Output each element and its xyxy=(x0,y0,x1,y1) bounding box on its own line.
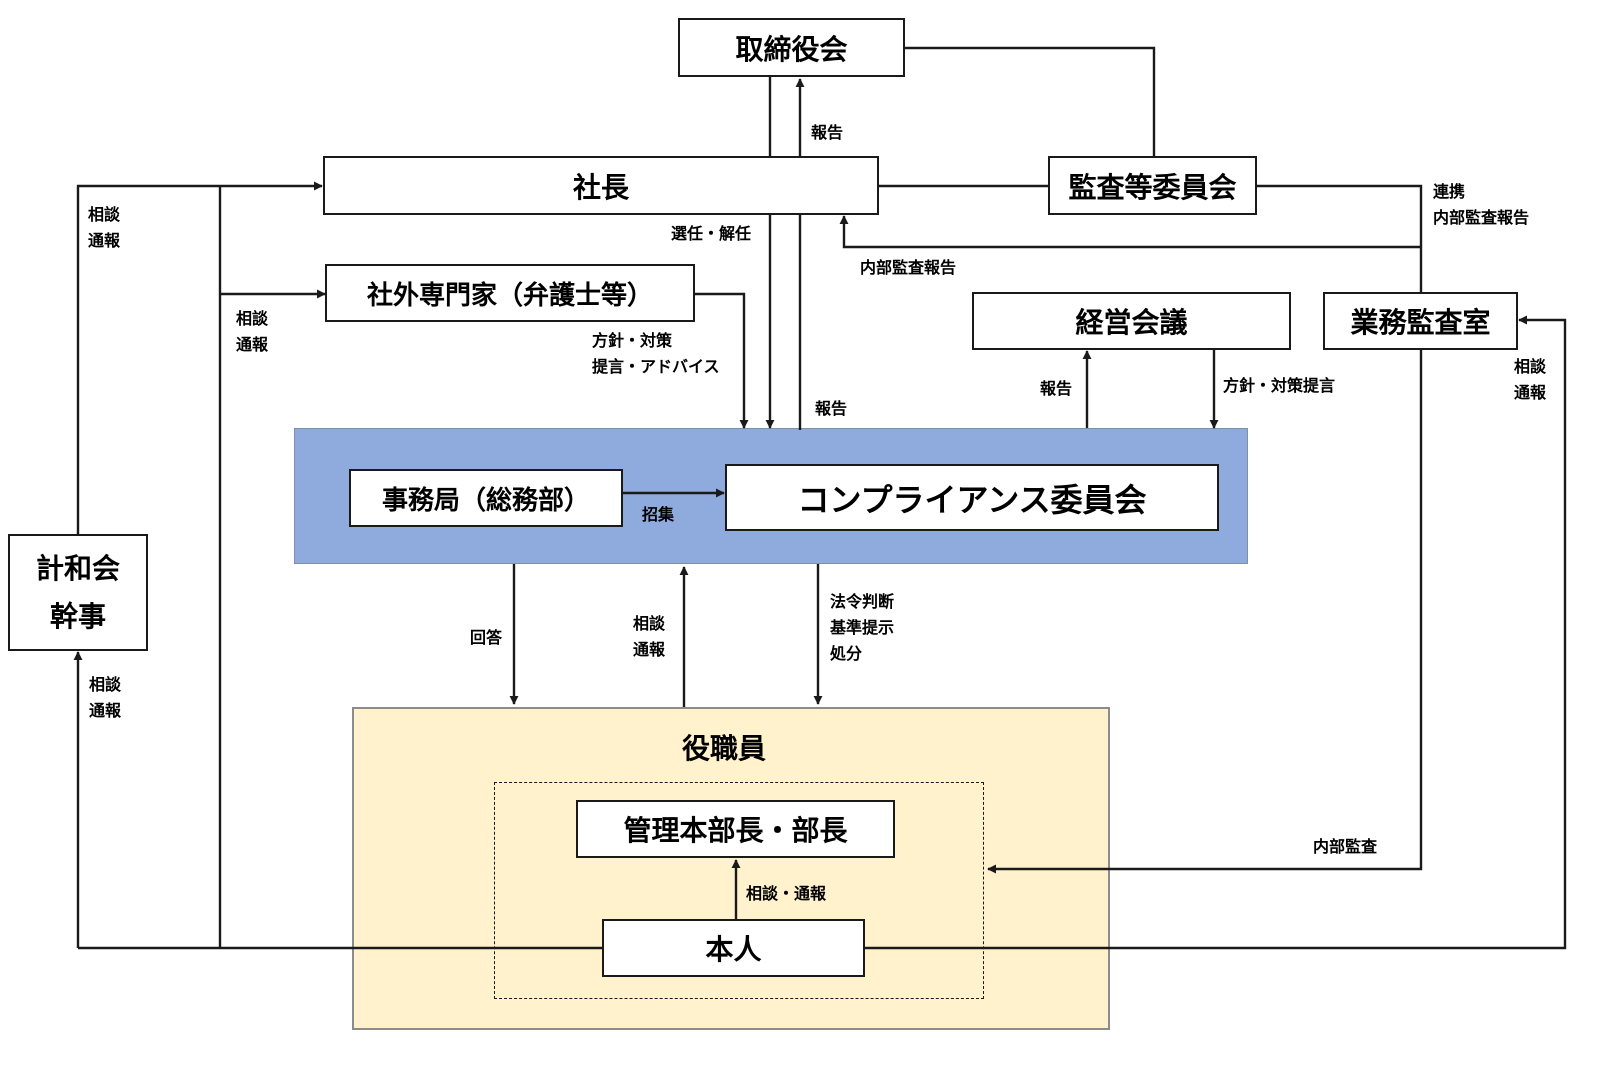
external-experts-node: 社外専門家（弁護士等） xyxy=(325,264,695,322)
label-line: 基準提示 xyxy=(830,618,895,637)
audit-office-liaison xyxy=(1256,184,1423,292)
liaison-label: 連携 内部監査報告 xyxy=(1433,179,1529,231)
consult-to-committee-label: 相談 通報 xyxy=(633,611,665,663)
board-node: 取締役会 xyxy=(678,18,905,77)
internal-audit-report-line xyxy=(839,215,1421,249)
internal-audit-line xyxy=(987,350,1423,874)
self-managers-dashed-group xyxy=(494,782,984,999)
consult-to-audit-office-label: 相談 通報 xyxy=(1514,354,1546,406)
experts-advice-line xyxy=(694,292,749,429)
consult-to-union-label: 相談 通報 xyxy=(89,672,121,724)
union-node: 計和会 幹事 xyxy=(8,534,148,651)
consult-to-president-label: 相談 通報 xyxy=(88,202,120,254)
label-line: 相談 xyxy=(89,675,122,694)
label-line: 通報 xyxy=(88,231,121,250)
label-line: 通報 xyxy=(633,640,666,659)
audit-committee-node: 監査等委員会 xyxy=(1048,156,1257,215)
union-label-line2: 幹事 xyxy=(49,599,106,633)
label-line: 処分 xyxy=(830,644,863,663)
compliance-committee-node: コンプライアンス委員会 xyxy=(725,464,1219,531)
consult-to-managers-label: 相談・通報 xyxy=(746,884,827,903)
label-line: 通報 xyxy=(236,335,269,354)
secretariat-node: 事務局（総務部） xyxy=(349,469,623,527)
internal-audit-label: 内部監査 xyxy=(1313,837,1378,856)
self-node: 本人 xyxy=(602,919,865,977)
appoint-dismiss-label: 選任・解任 xyxy=(671,224,752,243)
union-to-president-line xyxy=(76,181,323,535)
label-line: 法令判断 xyxy=(830,592,895,611)
label-line: 連携 xyxy=(1433,182,1466,201)
convene-label: 招集 xyxy=(642,505,675,524)
consult-to-experts-label: 相談 通報 xyxy=(236,306,268,358)
report-to-board-label: 報告 xyxy=(811,123,844,142)
label-line: 相談 xyxy=(88,205,121,224)
board-audit-link xyxy=(905,46,1156,157)
label-line: 通報 xyxy=(89,701,122,720)
policy-advice-label: 方針・対策 提言・アドバイス xyxy=(592,328,720,380)
legal-judgment-label: 法令判断 基準提示 処分 xyxy=(830,589,894,667)
staff-title: 役職員 xyxy=(682,732,767,765)
policy-proposal-label: 方針・対策提言 xyxy=(1223,376,1336,395)
self-to-audit-office-line xyxy=(864,315,1567,950)
label-line: 相談 xyxy=(1514,357,1547,376)
label-line: 通報 xyxy=(1514,383,1547,402)
internal-audit-report-label: 内部監査報告 xyxy=(860,258,957,277)
label-line: 相談 xyxy=(633,614,666,633)
managers-node: 管理本部長・部長 xyxy=(576,800,895,858)
management-meeting-node: 経営会議 xyxy=(972,292,1291,350)
president-node: 社長 xyxy=(323,156,879,215)
label-line: 提言・アドバイス xyxy=(592,357,720,376)
label-line: 相談 xyxy=(236,309,269,328)
internal-audit-office-node: 業務監査室 xyxy=(1323,292,1518,350)
union-label-line1: 計和会 xyxy=(35,551,120,585)
label-line: 内部監査報告 xyxy=(1433,208,1530,227)
report-to-meeting-label: 報告 xyxy=(1040,379,1073,398)
answer-label: 回答 xyxy=(470,628,503,647)
label-line: 方針・対策 xyxy=(592,331,673,350)
report-from-committee-label: 報告 xyxy=(815,399,848,418)
